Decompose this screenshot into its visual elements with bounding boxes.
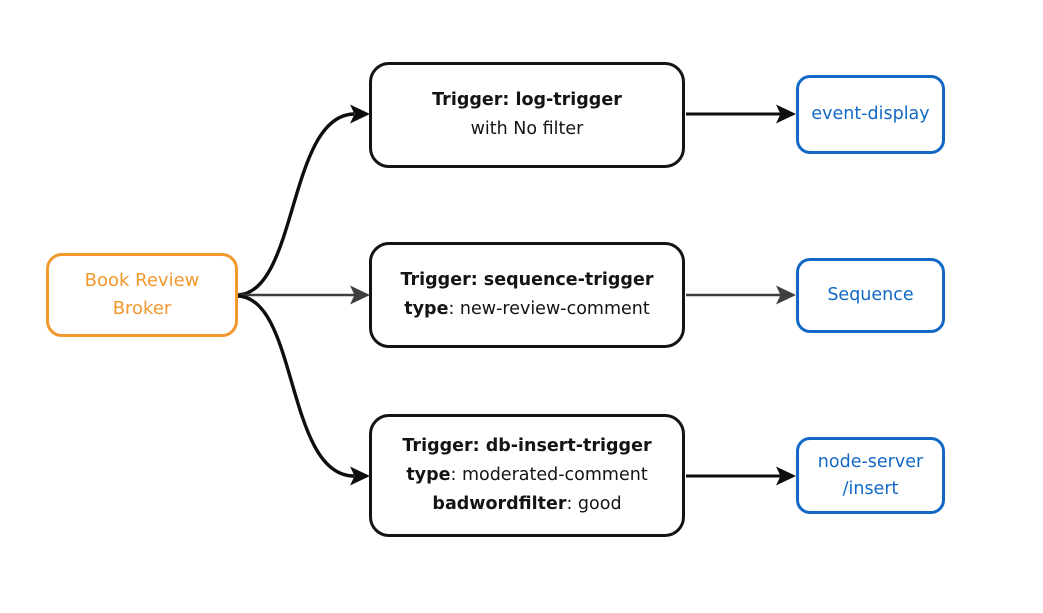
trigger-detail: type: moderated-comment xyxy=(406,465,648,485)
sink-label: Sequence xyxy=(827,285,914,305)
arrowhead-log-trigger xyxy=(350,104,370,124)
trigger-title: Trigger: log-trigger xyxy=(432,90,622,110)
arrowhead-sequence-trigger xyxy=(350,285,370,305)
trigger-node-sequence-trigger: Trigger: sequence-trigger type: new-revi… xyxy=(369,242,685,348)
sink-node-event-display: event-display xyxy=(796,75,945,154)
broker-node: Book Review Broker xyxy=(46,253,238,337)
broker-label: Book Review Broker xyxy=(84,270,200,319)
arrowhead-sequence xyxy=(776,285,796,305)
trigger-node-log-trigger: Trigger: log-trigger with No filter xyxy=(369,62,685,168)
arrowhead-node-server xyxy=(776,466,796,486)
edge-broker-to-log-trigger xyxy=(237,112,355,297)
trigger-node-db-insert-trigger: Trigger: db-insert-trigger type: moderat… xyxy=(369,414,685,537)
trigger-detail: with No filter xyxy=(470,119,584,139)
trigger-detail: type: new-review-comment xyxy=(404,299,650,319)
sink-node-node-server-insert: node-server /insert xyxy=(796,437,945,514)
arrowhead-event-display xyxy=(776,104,796,124)
trigger-detail: badwordfilter: good xyxy=(432,494,622,514)
edge-broker-to-db-insert-trigger xyxy=(237,294,355,478)
sink-label: event-display xyxy=(811,104,930,124)
sink-label: node-server /insert xyxy=(817,451,924,499)
trigger-title: Trigger: db-insert-trigger xyxy=(402,436,652,456)
arrowhead-db-insert-trigger xyxy=(350,466,370,486)
sink-node-sequence: Sequence xyxy=(796,258,945,333)
trigger-title: Trigger: sequence-trigger xyxy=(400,270,654,290)
